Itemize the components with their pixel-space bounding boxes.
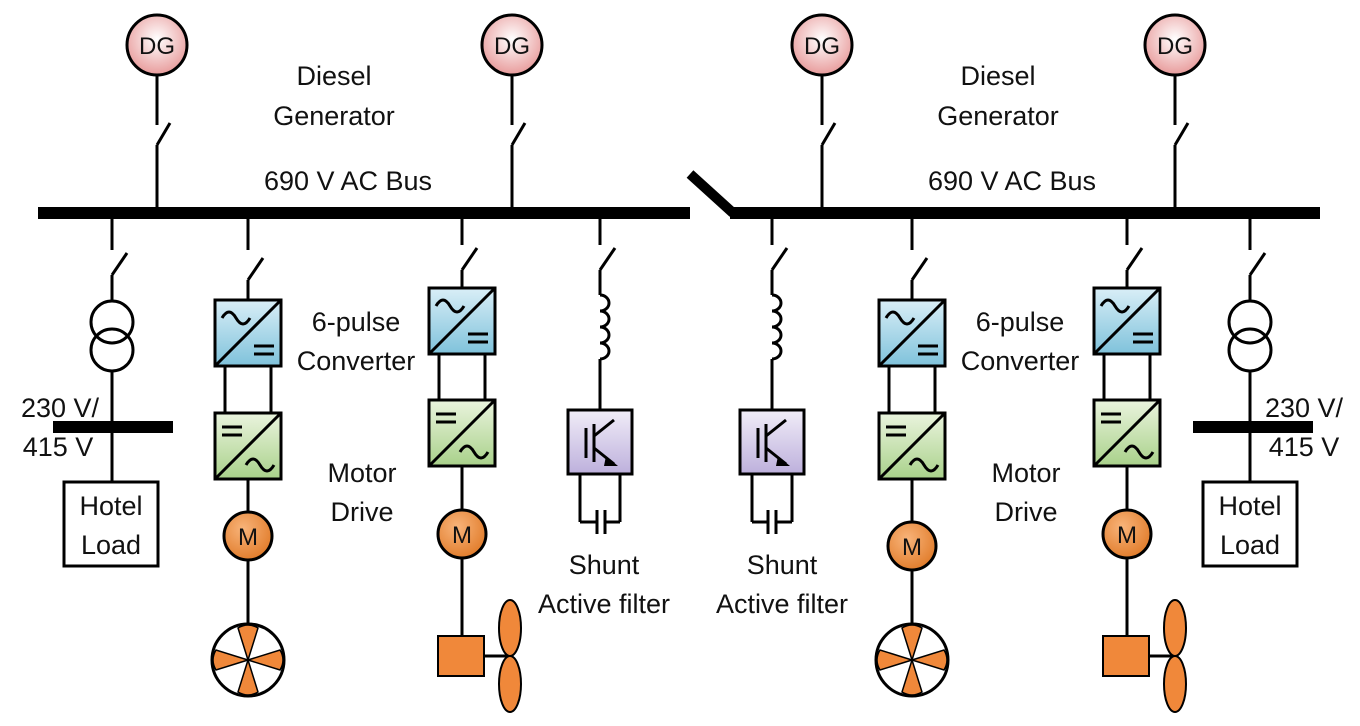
right-hotel-load-label-1: Hotel [1218,491,1281,521]
left-fan-drive[interactable]: M [210,219,286,698]
left-voltage-label-1: 230 V/ [21,393,100,423]
left-hotel-load-box [62,480,160,568]
generator-right-1[interactable]: DG [790,13,854,207]
right-hotel-load-label-2: Load [1220,530,1280,560]
left-shunt-active-filter[interactable] [566,219,634,534]
right-filter-label-2: Active filter [716,589,848,619]
generator-label: DG [494,33,530,60]
generator-right-2[interactable]: DG [1143,13,1207,207]
right-hotel-load-box [1201,480,1299,568]
igbt-icon [738,408,806,476]
generator-label: DG [804,33,840,60]
right-fan-drive[interactable]: M [874,219,950,698]
right-filter-label-1: Shunt [747,550,818,580]
rectifier-icon [427,286,497,356]
right-diesel-label-1: Diesel [960,61,1035,91]
igbt-icon [566,408,634,476]
rectifier-icon [1092,286,1162,356]
right-propeller-drive[interactable]: M [1092,219,1187,713]
right-shunt-active-filter[interactable] [738,219,806,534]
right-diesel-label-2: Generator [937,101,1059,131]
left-converter-label-1: 6-pulse [312,307,401,337]
left-hotel-load-label-2: Load [81,530,141,560]
inductor-icon [771,293,783,361]
left-propeller-drive[interactable]: M [427,219,522,713]
transformer-icon [1227,299,1273,373]
rectifier-icon [877,298,947,368]
left-motor-drive-label-1: Motor [327,458,396,488]
fan-icon [874,622,950,698]
left-bus-label: 690 V AC Bus [264,166,432,196]
right-hotel-feeder[interactable]: Hotel Load [1193,219,1313,568]
left-motor-drive-label-2: Drive [330,497,393,527]
right-ac-bus [730,207,1320,219]
inductor-icon [599,293,611,361]
generator-label: DG [139,33,175,60]
fan-icon [210,622,286,698]
inverter-icon [427,398,497,468]
motor-label: M [1117,522,1137,549]
left-ac-bus [38,207,690,219]
generator-icon [125,13,189,77]
propeller-icon [437,599,522,713]
right-voltage-label-1: 230 V/ [1265,393,1344,423]
generator-label: DG [1157,33,1193,60]
right-voltage-label-2: 415 V [1269,432,1340,462]
right-converter-label-2: Converter [961,346,1080,376]
generator-icon [1143,13,1207,77]
motor-label: M [238,524,258,551]
right-converter-label-1: 6-pulse [976,307,1065,337]
inverter-icon [213,411,283,481]
transformer-icon [89,299,135,373]
left-hotel-feeder[interactable]: Hotel Load [53,219,173,568]
motor-label: M [902,534,922,561]
right-motor-drive-label-1: Motor [991,458,1060,488]
left-lv-bus [53,421,173,433]
generator-left-1[interactable]: DG [125,13,189,207]
left-diesel-label-1: Diesel [296,61,371,91]
generator-left-2[interactable]: DG [480,13,544,207]
left-diesel-label-2: Generator [273,101,395,131]
generator-icon [790,13,854,77]
inverter-icon [1092,398,1162,468]
left-converter-label-2: Converter [297,346,416,376]
right-motor-drive-label-2: Drive [994,497,1057,527]
motor-label: M [452,522,472,549]
generator-icon [480,13,544,77]
left-hotel-load-label-1: Hotel [79,491,142,521]
right-bus-label: 690 V AC Bus [928,166,1096,196]
propeller-icon [1102,599,1187,713]
left-filter-label-2: Active filter [538,589,670,619]
left-filter-label-1: Shunt [569,550,640,580]
rectifier-icon [213,298,283,368]
bus-tie-breaker[interactable] [686,170,737,217]
inverter-icon [877,411,947,481]
left-voltage-label-2: 415 V [23,432,94,462]
right-lv-bus [1193,421,1313,433]
